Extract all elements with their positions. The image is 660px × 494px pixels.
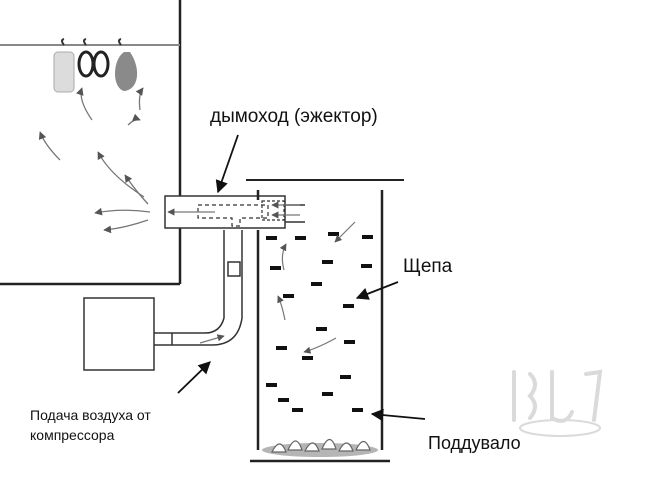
blower-label: Поддувало (428, 433, 521, 453)
wood-chips (266, 232, 373, 412)
ham-icon (115, 38, 138, 91)
blower-pointer (370, 408, 426, 422)
flame-icon (262, 438, 378, 457)
air-supply-label-line2: компрессора (30, 427, 115, 443)
chips-label: Щепа (403, 256, 453, 277)
watermark-logo (512, 369, 603, 437)
smoking-chamber (0, 0, 182, 286)
chimney-ejector (164, 195, 305, 229)
chimney-pointer (215, 134, 239, 194)
air-supply-pointer (177, 361, 211, 394)
air-supply-label-line1: Подача воздуха от (30, 407, 151, 423)
firebox-flow-arrows (277, 221, 356, 354)
hanging-fish-icon (53, 38, 75, 93)
chimney-label: дымоход (эжектор) (210, 106, 378, 127)
sausage-ring-icon (77, 38, 110, 78)
pipe-flow-arrow (199, 334, 225, 344)
chips-pointer (355, 281, 399, 300)
smoke-flow-arrows (38, 87, 151, 234)
air-supply-label: Подача воздуха от компрессора (30, 405, 151, 445)
compressor (83, 297, 155, 371)
air-supply-pipe (154, 230, 243, 346)
smoke-generator (246, 179, 404, 463)
